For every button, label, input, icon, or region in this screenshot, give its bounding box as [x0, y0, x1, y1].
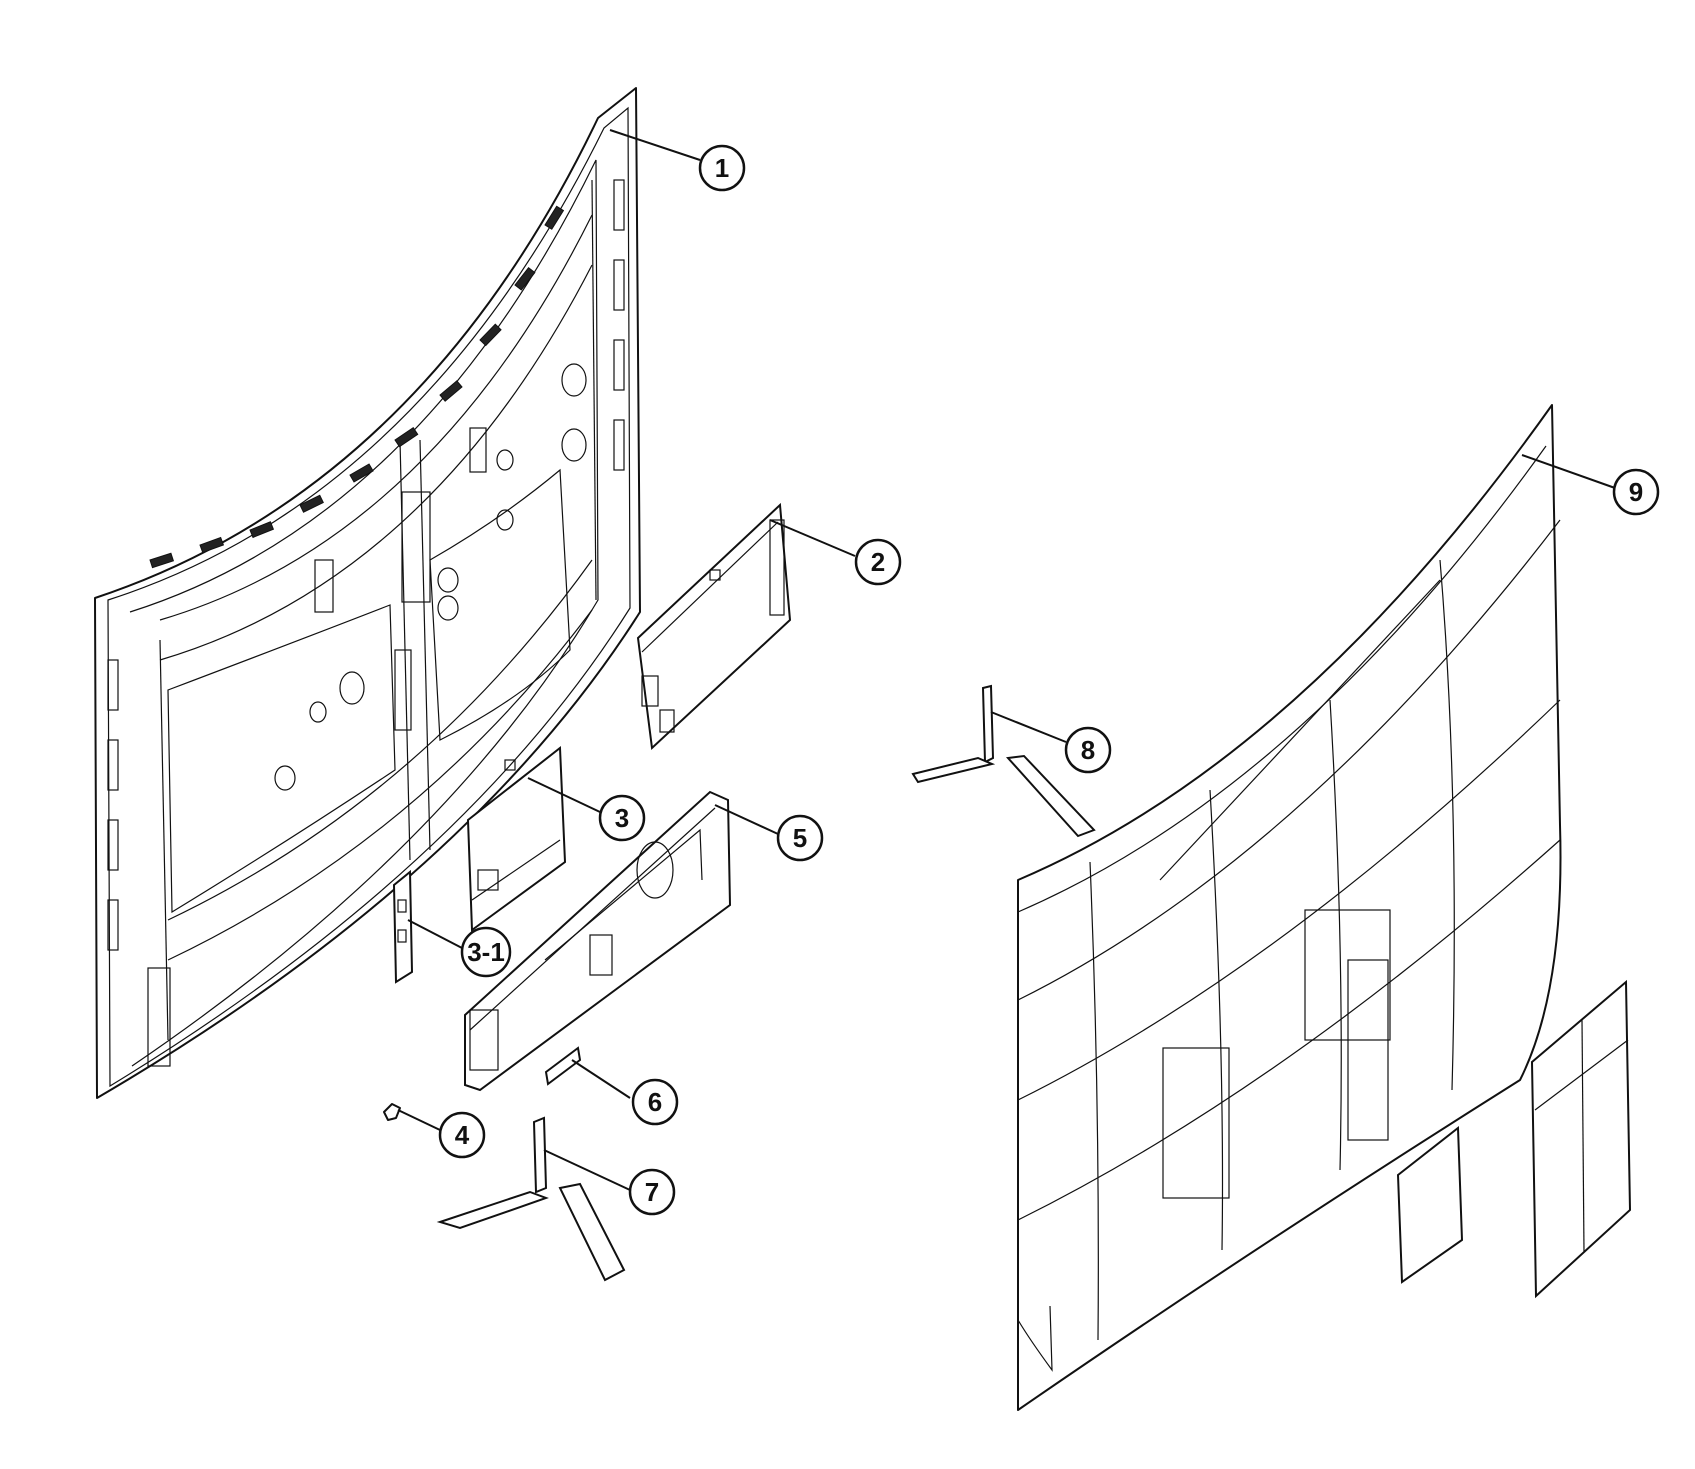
callout-7-label: 7: [645, 1177, 659, 1207]
callout-5: 5: [776, 814, 824, 862]
part-8-stand-leg: [911, 684, 1096, 838]
callout-5-label: 5: [793, 823, 807, 853]
callout-4-label: 4: [455, 1120, 470, 1150]
part-2-main-board: [636, 502, 792, 751]
callout-2: 2: [854, 538, 902, 586]
callout-1-label: 1: [715, 153, 729, 183]
part-3-1-small-board: [392, 869, 414, 984]
part-9-rear-cover: [1017, 404, 1562, 1411]
leader-lines: [397, 129, 1616, 1191]
part-5-bracket-assembly: [464, 790, 732, 1092]
callout-6-label: 6: [648, 1087, 662, 1117]
part-6-small-bracket: [544, 1046, 582, 1086]
part-7-stand-leg: [436, 1116, 626, 1282]
part-9-cover-large: [1530, 979, 1632, 1299]
part-3-board: [466, 746, 567, 932]
callout-1: 1: [698, 144, 746, 192]
callout-8: 8: [1064, 726, 1112, 774]
part-4-clip: [383, 1103, 401, 1121]
callout-9: 9: [1612, 468, 1660, 516]
callout-8-label: 8: [1081, 735, 1095, 765]
callout-6: 6: [631, 1078, 679, 1126]
callout-2-label: 2: [871, 547, 885, 577]
callout-7: 7: [628, 1168, 676, 1216]
callout-3: 3: [598, 794, 646, 842]
callout-3-1-label: 3-1: [467, 937, 505, 967]
callout-3-label: 3: [615, 803, 629, 833]
callout-9-label: 9: [1629, 477, 1643, 507]
callout-3-1: 3-1: [460, 926, 512, 978]
part-9-cover-small: [1396, 1126, 1464, 1284]
part-1-panel-frame: [94, 87, 641, 1099]
callout-4: 4: [438, 1111, 486, 1159]
